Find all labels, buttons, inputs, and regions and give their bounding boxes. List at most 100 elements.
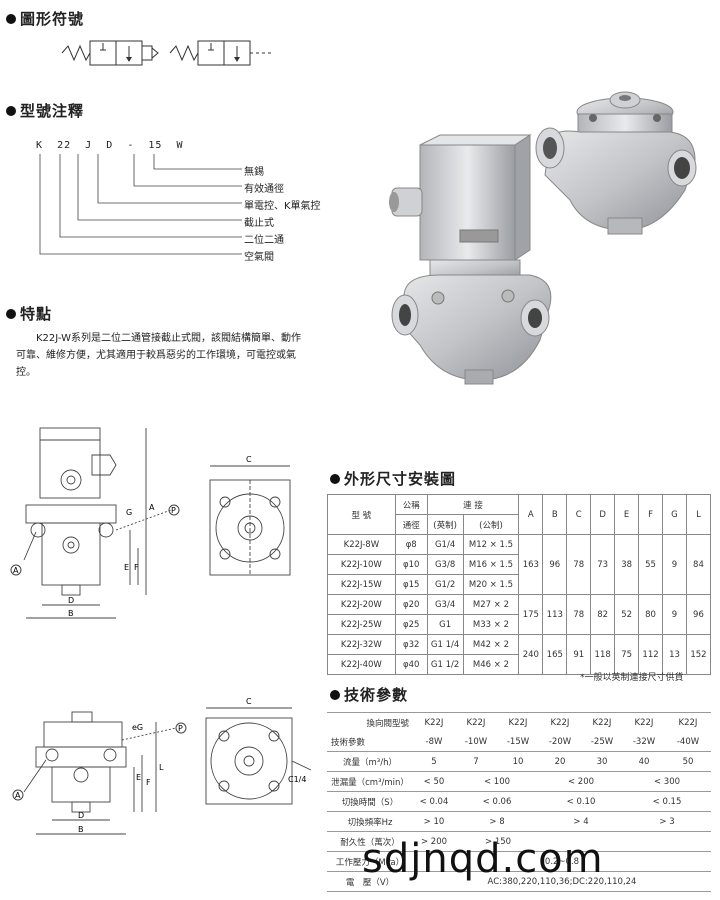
cell-dim: 13 [662, 634, 687, 675]
row-label-pressure: 工作壓力（MPa） [327, 851, 413, 872]
cell-m: M16 × 1.5 [462, 554, 520, 575]
cell-m: M42 × 2 [462, 634, 520, 655]
cell-model: K22J-8W [327, 534, 396, 555]
model-top: K22J [413, 712, 455, 732]
row-label-switch-time: 切換時間（S） [327, 791, 413, 812]
model-bottom: -20W [539, 732, 581, 752]
label-b: B [68, 609, 74, 618]
cell-dia: φ32 [394, 634, 428, 655]
cell-leak: < 200 [539, 771, 623, 792]
label-a: A [149, 503, 155, 512]
model-legend-lines [39, 154, 242, 255]
cell-switch-time: < 0.10 [539, 791, 623, 812]
cell-dia: φ40 [394, 654, 428, 675]
col-header-connect: 連 接 [426, 494, 520, 515]
cell-g: G1/4 [426, 534, 464, 555]
table-row: K22J-8W φ8 G1/4 M12 × 1.5 163 96 78 73 3… [327, 534, 712, 595]
cell-pressure: 0.2~0.8 [413, 851, 711, 872]
model-code-part: J [85, 140, 93, 151]
cell-switch-freq: > 10 [413, 811, 455, 832]
bullet-icon [330, 474, 340, 484]
col-header-model: 型 號 [327, 494, 396, 535]
cell-model: K22J-20W [327, 594, 396, 615]
model-code-part: 15 [148, 140, 163, 151]
cell-dim: 118 [590, 634, 616, 675]
cell-dim: 112 [638, 634, 664, 675]
cell-dim: 78 [566, 534, 592, 595]
features-description: K22J-W系列是二位二通管接截止式閥，該閥結構簡單、動作可靠、維修方便，尤其適… [16, 333, 301, 378]
model-bottom: -40W [665, 732, 711, 752]
cell-m: M20 × 1.5 [462, 574, 520, 595]
bullet-icon [330, 690, 340, 700]
cell-flow: 50 [665, 751, 711, 772]
cell-dim: 38 [614, 534, 640, 595]
legend-item: 空氣閥 [244, 252, 274, 263]
cell-m: M33 × 2 [462, 614, 520, 635]
cell-model: K22J-32W [327, 634, 396, 655]
label-a2-circle: A [15, 791, 21, 800]
cell-dia: φ15 [394, 574, 428, 595]
cell-model: K22J-25W [327, 614, 396, 635]
row-label-switch-freq: 切換頻率Hz [327, 811, 413, 832]
cell-switch-freq: > 3 [623, 811, 711, 832]
cell-g: G1/2 [426, 574, 464, 595]
site-watermark: sdjnqd.com [362, 836, 604, 882]
label-f: F [134, 563, 139, 572]
model-code: K 22 J D - 15 W [36, 140, 184, 151]
label-p: P [171, 506, 176, 515]
label-e: E [124, 563, 129, 572]
label-e2: E [136, 773, 141, 782]
cell-dim: 80 [638, 594, 664, 635]
label-c14: C1/4 [288, 775, 306, 784]
cell-switch-freq: > 8 [455, 811, 539, 832]
col-header: B [542, 494, 568, 535]
legend-item: 二位二通 [244, 235, 284, 246]
bullet-icon [6, 14, 16, 24]
cell-switch-time: < 0.15 [623, 791, 711, 812]
cell-m: M46 × 2 [462, 654, 520, 675]
model-code-part: D [106, 140, 114, 151]
label-c2: C [246, 697, 252, 706]
model-bottom: -32W [623, 732, 665, 752]
label-l: L [159, 763, 164, 772]
model-code-part: - [127, 140, 135, 151]
cell-flow: 30 [581, 751, 623, 772]
model-bottom: -25W [581, 732, 623, 752]
dimension-table: 型 號 公稱 連 接 A B C D E F G L 通徑 (英制) (公制) … [327, 494, 712, 675]
cell-dim: 240 [518, 634, 544, 675]
label-d2: D [78, 811, 84, 820]
cell-dim: 9 [662, 534, 687, 595]
pneumatic-valve-image [535, 91, 697, 235]
cell-m: M12 × 1.5 [462, 534, 520, 555]
cell-durability: > 200 [413, 831, 455, 852]
cell-dim: 165 [542, 634, 568, 675]
col-header: D [590, 494, 616, 535]
bullet-icon [6, 309, 16, 319]
model-section-title: 型號注釋 [6, 100, 84, 121]
cell-dia: φ20 [394, 594, 428, 615]
end-view-drawing-2: C C1/4 [205, 697, 312, 805]
model-top: K22J [539, 712, 581, 732]
cell-switch-freq: > 4 [539, 811, 623, 832]
cell-dim: 96 [685, 594, 712, 635]
end-view-drawing-1: C [209, 455, 291, 576]
table-row: K22J-15W φ15 G1/2 M20 × 1.5 [327, 574, 711, 595]
cell-flow: 7 [455, 751, 497, 772]
cell-switch-time: < 0.06 [455, 791, 539, 812]
tech-table: 換向閥型號 K22J K22J K22J K22J K22J K22J K22J… [327, 712, 711, 892]
cell-g: G1 [426, 614, 464, 635]
col-header: G [662, 494, 687, 535]
col-header: E [614, 494, 640, 535]
label-eg: eG [132, 723, 143, 732]
cell-dia: φ8 [394, 534, 428, 555]
legend-item: 單電控、K單氣控 [244, 201, 321, 212]
col-header-nominal: 公稱 [394, 494, 428, 515]
model-top: K22J [497, 712, 539, 732]
cell-dim: 84 [685, 534, 712, 595]
col-header: C [566, 494, 592, 535]
cell-g: G1 1/4 [426, 634, 464, 655]
cell-model: K22J-40W [327, 654, 396, 675]
model-top: K22J [581, 712, 623, 732]
cell-dim: 55 [638, 534, 664, 595]
table-row: K22J-20W φ20 G3/4 M27 × 2 175 113 78 82 … [327, 594, 712, 635]
